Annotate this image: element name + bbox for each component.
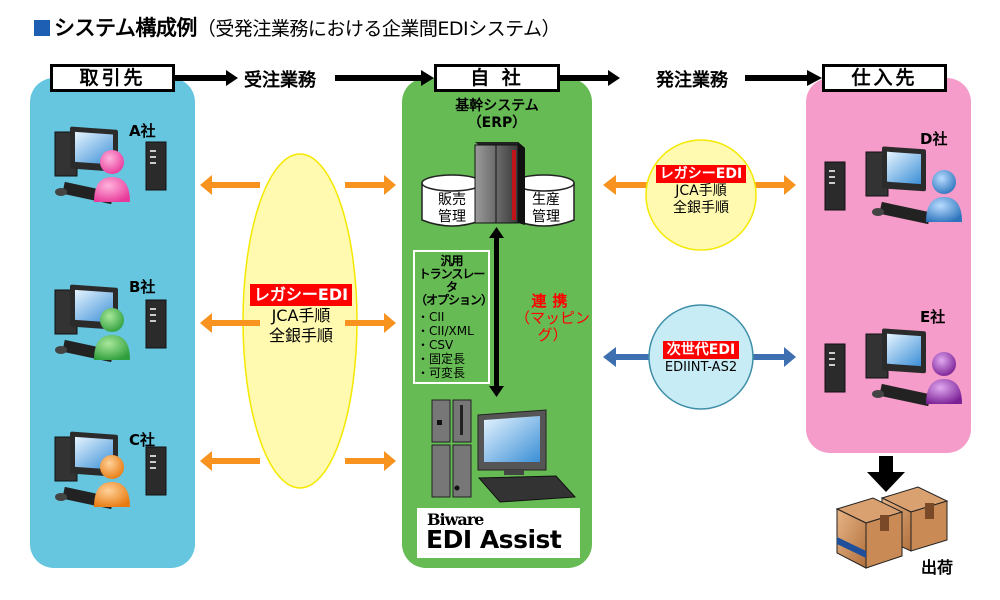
sales-db-label-line-1: 販売 <box>438 192 466 208</box>
header-own-company: 自 社 <box>434 64 560 92</box>
format-item: ・固定長 <box>417 352 466 366</box>
header-customers: 取引先 <box>50 64 175 92</box>
supplier-e-workstation-icon <box>824 328 962 407</box>
flow-label-outbound: 発注業務 <box>656 70 728 91</box>
mapping-double-arrow <box>489 227 504 397</box>
format-item: ・CII <box>417 310 445 324</box>
left-link-arrows <box>200 175 396 471</box>
translator-title-line-3: （オプション） <box>415 293 493 307</box>
diagram-title: システム構成例（受発注業務における企業間EDIシステム） <box>34 12 561 42</box>
mapping-label-line-1: 連携 <box>531 292 574 310</box>
right-legacy-edi-tag: レガシーEDI <box>655 165 747 183</box>
title-subtitle: （受発注業務における企業間EDIシステム） <box>196 18 561 40</box>
production-db-label-line-2: 管理 <box>532 209 560 225</box>
header-suppliers: 仕入先 <box>822 64 947 92</box>
customer-c-workstation-icon <box>54 431 167 510</box>
mapping-label-line-2: （マッピング） <box>514 309 590 344</box>
translator-title: 汎用 トランスレータ （オプション） <box>415 254 493 307</box>
customer-label-c: C社 <box>129 431 156 449</box>
format-item: ・CSV <box>417 338 454 352</box>
right-legacy-line-1: JCA手順 <box>675 183 727 199</box>
production-db-label: 生産 管理 <box>526 192 566 226</box>
customer-label-b: B社 <box>129 278 156 296</box>
edi-assist-workstation-icon <box>431 399 577 503</box>
link-arrow-a <box>200 175 396 195</box>
erp-server-icon <box>474 142 525 225</box>
flow-label-inbound: 受注業務 <box>244 70 316 91</box>
customer-a-workstation-icon <box>54 126 167 205</box>
translator-title-line-2: トランスレータ <box>418 267 486 294</box>
product-name: EDI Assist <box>426 525 562 554</box>
right-nextgen-text: 次世代EDI EDIINT-AS2 <box>646 341 756 376</box>
erp-title-line-2: （ERP） <box>467 115 527 131</box>
shipping-boxes-icon <box>835 486 949 569</box>
supplier-label-e: E社 <box>920 308 946 326</box>
shipping-label: 出荷 <box>921 558 954 577</box>
product-brand: Biware <box>427 510 484 529</box>
customer-b-workstation-icon <box>54 284 167 363</box>
translator-option-box: 汎用 トランスレータ （オプション） ・CII ・CII/XML ・CSV ・固… <box>413 250 493 384</box>
right-legacy-line-2: 全銀手順 <box>673 200 729 216</box>
customer-label-a: A社 <box>129 122 156 140</box>
protocol-line-1: JCA手順 <box>271 306 331 325</box>
supplier-label-d: D社 <box>920 130 948 148</box>
link-arrow-b <box>200 313 396 333</box>
production-db-label-line-1: 生産 <box>532 192 560 208</box>
protocol-line-2: 全銀手順 <box>268 326 333 345</box>
production-database-icon <box>513 174 575 227</box>
supplier-d-workstation-icon <box>824 146 962 225</box>
nextgen-edi-tag: 次世代EDI <box>662 341 740 359</box>
legacy-edi-tag: レガシーEDI <box>249 284 353 306</box>
link-arrow-c <box>200 451 396 471</box>
translator-title-line-1: 汎用 <box>440 254 463 268</box>
translator-format-list: ・CII ・CII/XML ・CSV ・固定長 ・可変長 <box>415 310 488 380</box>
mapping-label: 連携 （マッピング） <box>505 293 600 344</box>
title-main: システム構成例 <box>54 16 197 40</box>
format-item: ・可変長 <box>417 366 466 380</box>
nextgen-protocol: EDIINT-AS2 <box>664 360 738 375</box>
format-item: ・CII/XML <box>417 324 474 338</box>
erp-title: 基幹システム （ERP） <box>402 98 592 132</box>
erp-title-line-1: 基幹システム <box>455 98 539 114</box>
shipping-arrow <box>867 456 905 492</box>
title-marker-icon <box>34 20 50 36</box>
flow-arrow-inbound <box>175 70 434 86</box>
sales-db-label-line-2: 管理 <box>438 209 466 225</box>
flow-arrow-outbound <box>560 70 822 86</box>
sales-database-icon <box>421 174 483 227</box>
product-logo: Biware EDI Assist <box>417 508 580 558</box>
right-legacy-text: レガシーEDI JCA手順 全銀手順 <box>646 165 756 217</box>
left-link-text: レガシーEDI JCA手順 全銀手順 <box>245 284 357 346</box>
sales-db-label: 販売 管理 <box>432 192 472 226</box>
